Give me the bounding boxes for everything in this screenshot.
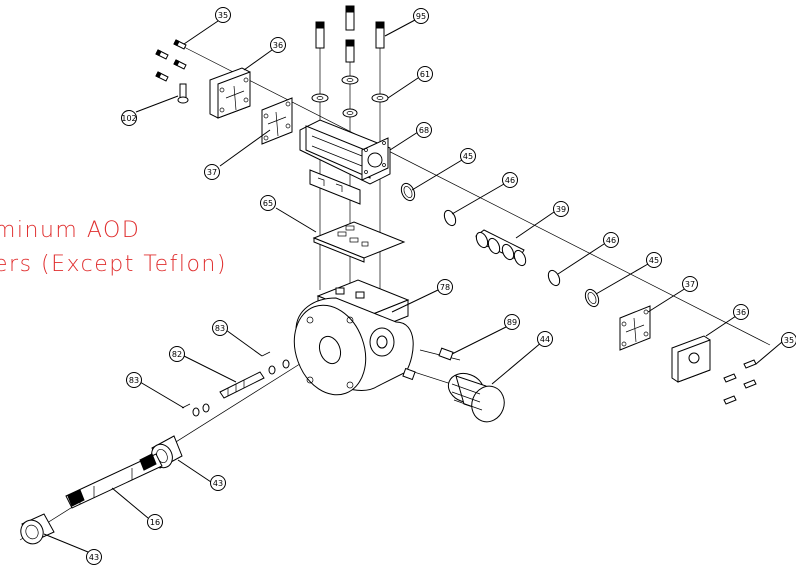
callout-39: 39 [554, 202, 569, 217]
callout-46: 46 [604, 233, 619, 248]
callout-44: 44 [538, 332, 553, 347]
callout-36: 36 [271, 38, 286, 53]
callout-label: 45 [649, 256, 659, 265]
callout-68: 68 [417, 123, 432, 138]
title-line-2: ers (Except Teflon) [0, 252, 227, 277]
title-line-1: minum AOD [0, 218, 140, 243]
callout-82: 82 [170, 347, 185, 362]
callout-45: 45 [647, 253, 662, 268]
callout-35: 35 [216, 8, 231, 23]
screw-89 [439, 348, 453, 360]
callout-label: 68 [419, 126, 429, 135]
callout-label: 82 [172, 350, 182, 359]
callout-16: 16 [148, 515, 163, 530]
seals-45-46-left [399, 181, 458, 227]
callout-label: 95 [416, 12, 426, 21]
callout-65: 65 [261, 196, 276, 211]
callout-label: 37 [207, 168, 217, 177]
callout-label: 43 [213, 479, 223, 488]
callout-83: 83 [127, 373, 142, 388]
end-cap-36-left [210, 68, 250, 118]
bushing-43-lower [17, 514, 54, 548]
callout-label: 45 [463, 152, 473, 161]
callout-43: 43 [87, 550, 102, 565]
callout-36: 36 [734, 305, 749, 320]
callout-label: 36 [273, 41, 283, 50]
cap-screw-95-group [316, 6, 384, 62]
plate-65 [314, 222, 404, 262]
callout-label: 46 [505, 176, 515, 185]
callout-label: 78 [440, 283, 450, 292]
callout-37: 37 [683, 277, 698, 292]
callout-35: 35 [782, 333, 796, 348]
callout-45: 45 [461, 149, 476, 164]
callout-46: 46 [503, 173, 518, 188]
callout-label: 89 [507, 318, 517, 327]
callout-label: 102 [121, 114, 136, 123]
callout-95: 95 [414, 9, 429, 24]
callout-label: 65 [263, 199, 273, 208]
seals-46-45-right [546, 269, 601, 309]
stem-82-clips-83 [182, 352, 289, 416]
callout-label: 35 [784, 336, 794, 345]
callout-37: 37 [205, 165, 220, 180]
callout-label: 44 [540, 335, 550, 344]
callout-label: 37 [685, 280, 695, 289]
cylinder-block-68 [300, 120, 390, 204]
callout-label: 36 [736, 308, 746, 317]
callout-label: 43 [89, 553, 99, 562]
callout-61: 61 [418, 67, 433, 82]
callout-label: 83 [215, 324, 225, 333]
end-cap-36-right [672, 336, 710, 382]
callout-label: 35 [218, 11, 228, 20]
callout-label: 39 [556, 205, 566, 214]
callout-label: 61 [420, 70, 430, 79]
callout-43: 43 [211, 476, 226, 491]
callout-label: 16 [150, 518, 160, 527]
callout-102: 102 [121, 111, 136, 126]
gasket-37-right [620, 306, 650, 350]
screws-35-left [156, 40, 188, 103]
callout-78: 78 [438, 280, 453, 295]
gasket-37-left [262, 98, 292, 144]
callout-layer: 35 95 36 61 102 68 37 45 46 65 39 46 45 78 37 36 35 83 89 8… [87, 8, 796, 565]
callout-83: 83 [213, 321, 228, 336]
callout-89: 89 [505, 315, 520, 330]
callout-label: 83 [129, 376, 139, 385]
leader-lines [44, 20, 782, 552]
callout-label: 46 [606, 236, 616, 245]
shaft-16 [66, 454, 162, 508]
valve-body-78 [282, 280, 415, 405]
screws-35-right [724, 360, 756, 404]
